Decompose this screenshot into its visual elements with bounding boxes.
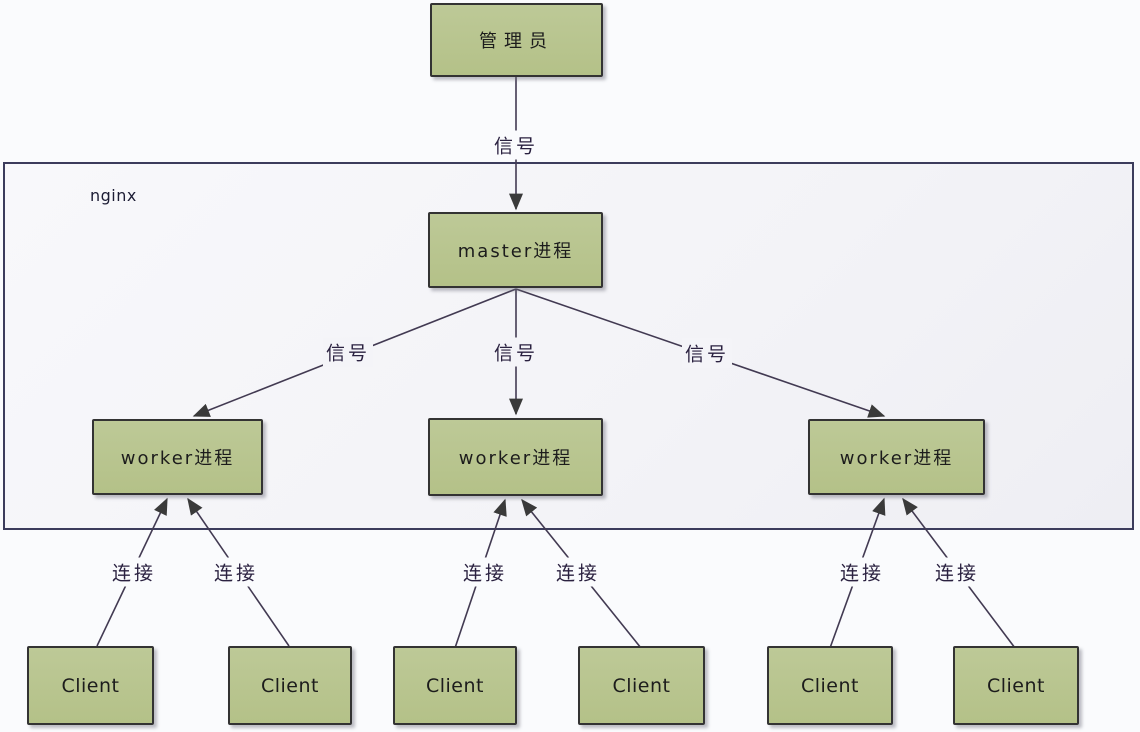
connection-label-3: 连接 bbox=[459, 557, 511, 587]
connection-label-2: 连接 bbox=[210, 557, 262, 587]
connection-label-6: 连接 bbox=[931, 557, 983, 587]
nginx-container-label: nginx bbox=[90, 186, 137, 205]
signal-label-worker1: 信号 bbox=[322, 337, 374, 367]
client-node-1: Client bbox=[27, 646, 154, 725]
admin-node: 管理员 bbox=[430, 3, 603, 77]
worker-node-2: worker进程 bbox=[428, 418, 603, 496]
client-node-5: Client bbox=[767, 646, 893, 725]
connection-label-5: 连接 bbox=[836, 557, 888, 587]
master-node: master进程 bbox=[428, 212, 603, 288]
client-node-6: Client bbox=[953, 646, 1079, 725]
client-node-4: Client bbox=[578, 646, 705, 725]
client-node-2: Client bbox=[228, 646, 352, 725]
signal-label-admin: 信号 bbox=[490, 130, 542, 160]
worker-node-3: worker进程 bbox=[808, 419, 985, 495]
client-node-3: Client bbox=[393, 646, 517, 725]
connection-label-1: 连接 bbox=[108, 557, 160, 587]
connection-label-4: 连接 bbox=[552, 557, 604, 587]
worker-node-1: worker进程 bbox=[92, 419, 263, 495]
signal-label-worker2: 信号 bbox=[490, 337, 542, 367]
signal-label-worker3: 信号 bbox=[681, 338, 733, 368]
